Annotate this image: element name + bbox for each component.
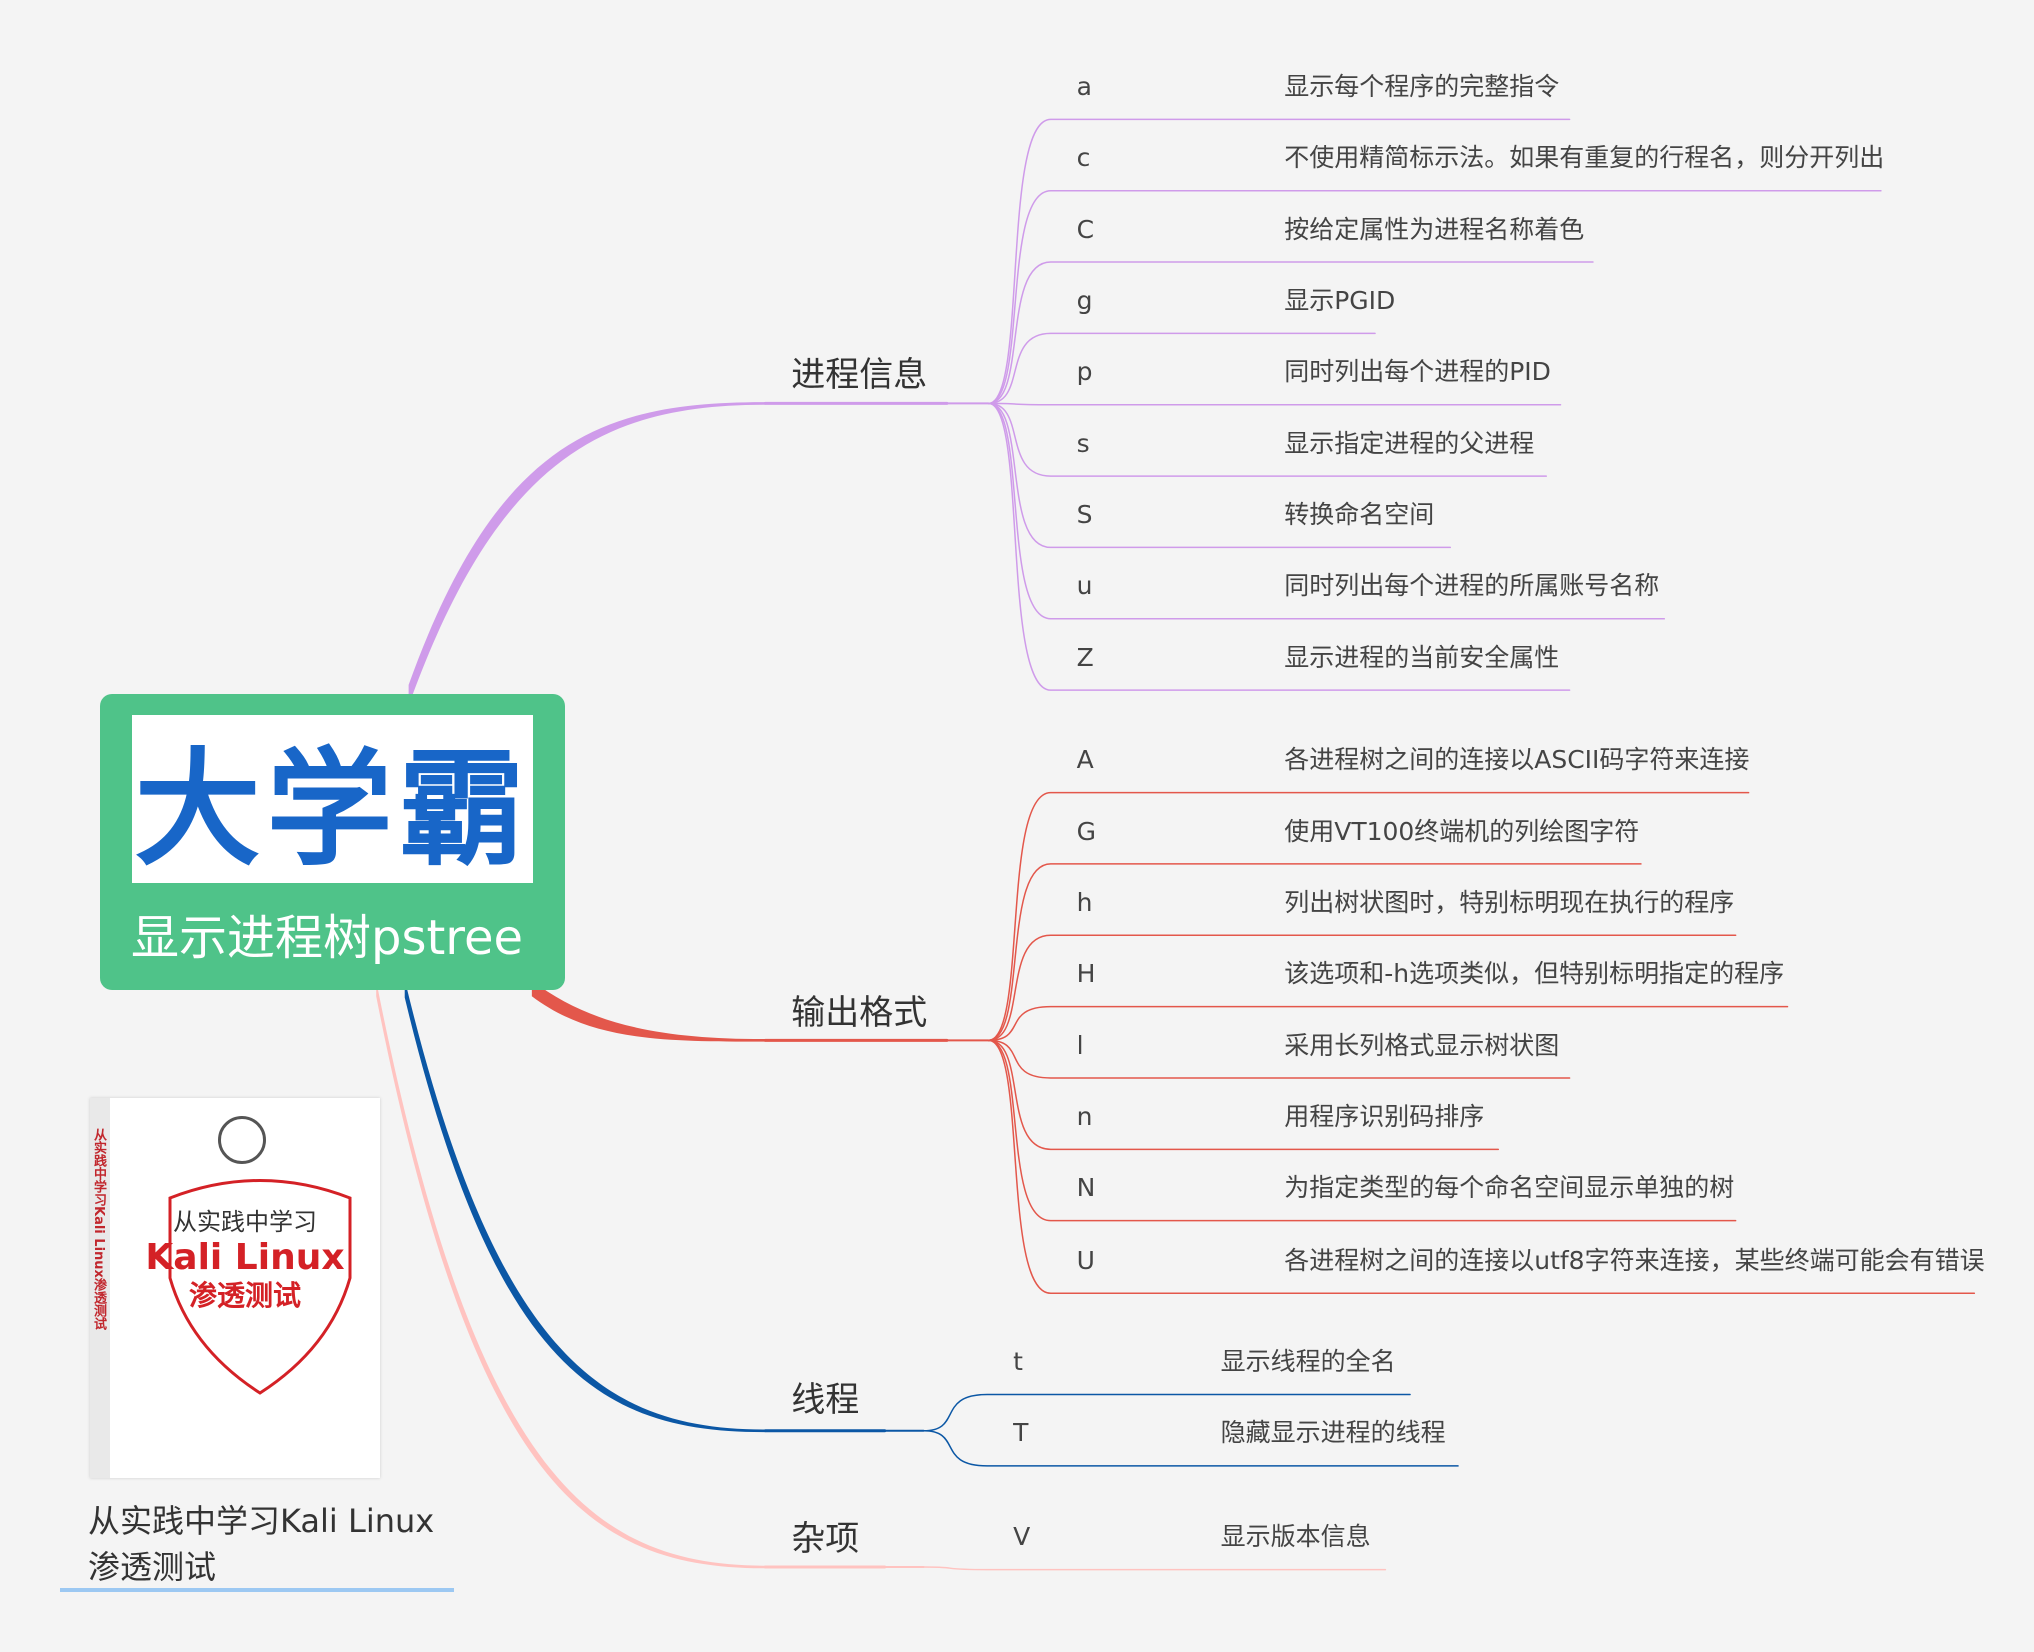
root-topic[interactable]: 大学霸 显示进程树pstree xyxy=(100,694,565,990)
leaf-connector xyxy=(987,402,1562,406)
branch-connector xyxy=(531,980,766,1042)
option-key[interactable]: T xyxy=(1013,1418,1029,1448)
option-key[interactable]: U xyxy=(1076,1245,1095,1275)
root-title: 显示进程树pstree xyxy=(131,910,524,966)
branch-label[interactable]: 杂项 xyxy=(791,1518,860,1559)
option-key[interactable]: V xyxy=(1013,1522,1031,1552)
option-description[interactable]: 显示指定进程的父进程 xyxy=(1284,428,1535,458)
option-description[interactable]: 显示每个程序的完整指令 xyxy=(1284,71,1560,101)
option-key[interactable]: a xyxy=(1076,71,1092,101)
leaf-connector xyxy=(987,402,1452,549)
option-description[interactable]: 不使用精简标示法。如果有重复的行程名，则分开列出 xyxy=(1284,143,1885,173)
option-key[interactable]: S xyxy=(1076,500,1093,529)
logo: 大学霸 xyxy=(132,715,533,883)
leaf-connector xyxy=(987,118,1571,405)
leaf-connector xyxy=(987,402,1666,620)
option-description[interactable]: 采用长列格式显示树状图 xyxy=(1284,1030,1560,1060)
option-description[interactable]: 各进程树之间的连接以utf8字符来连接，某些终端可能会有错误 xyxy=(1284,1245,1985,1275)
leaf-connector xyxy=(987,1039,1737,1222)
option-description[interactable]: 显示进程的当前安全属性 xyxy=(1284,642,1560,672)
option-key[interactable]: N xyxy=(1076,1173,1096,1203)
option-description[interactable]: 隐藏显示进程的线程 xyxy=(1220,1418,1446,1448)
option-description[interactable]: 显示版本信息 xyxy=(1220,1522,1371,1552)
option-key[interactable]: l xyxy=(1076,1030,1084,1060)
branch-connector xyxy=(408,402,766,706)
branch-label[interactable]: 输出格式 xyxy=(791,993,928,1034)
leaf-connector xyxy=(987,402,1548,477)
leaf-connector xyxy=(987,261,1594,405)
option-description[interactable]: 转换命名空间 xyxy=(1284,500,1435,529)
option-description[interactable]: 使用VT100终端机的列绘图字符 xyxy=(1284,816,1640,846)
book-spine-text: 从实践中学习Kali Linux渗透测试 xyxy=(91,1128,106,1330)
option-description[interactable]: 同时列出每个进程的PID xyxy=(1284,357,1551,387)
option-key[interactable]: t xyxy=(1013,1347,1023,1377)
option-key[interactable]: h xyxy=(1076,887,1093,917)
book-cover-title: 从实践中学习 xyxy=(173,1208,317,1236)
option-key[interactable]: C xyxy=(1076,214,1095,244)
option-description[interactable]: 显示线程的全名 xyxy=(1220,1347,1396,1377)
option-description[interactable]: 列出树状图时，特别标明现在执行的程序 xyxy=(1284,887,1735,917)
book-cover-subtitle: 渗透测试 xyxy=(188,1279,301,1312)
leaf-connector xyxy=(987,1005,1789,1042)
leaf-connector xyxy=(987,1039,1571,1079)
option-key[interactable]: H xyxy=(1076,959,1096,989)
branch-label[interactable]: 线程 xyxy=(791,1379,860,1420)
option-key[interactable]: A xyxy=(1076,745,1094,775)
book-cover-image[interactable]: 从实践中学习Kali Linux渗透测试 从实践中学习 Kali Linux 渗… xyxy=(90,1098,380,1478)
option-key[interactable]: u xyxy=(1076,571,1093,601)
leaf-connector xyxy=(987,332,1376,405)
book-caption[interactable]: 从实践中学习Kali Linux 渗透测试 xyxy=(88,1498,448,1590)
option-description[interactable]: 按给定属性为进程名称着色 xyxy=(1284,214,1585,244)
option-key[interactable]: s xyxy=(1076,428,1090,458)
option-key[interactable]: Z xyxy=(1076,642,1094,672)
option-description[interactable]: 显示PGID xyxy=(1284,285,1396,315)
book-caption-line2: 渗透测试 xyxy=(88,1548,217,1586)
leaf-connector xyxy=(987,1039,1500,1151)
leaf-connector xyxy=(987,1039,1976,1295)
option-key[interactable]: G xyxy=(1076,816,1097,846)
option-description[interactable]: 各进程树之间的连接以ASCII码字符来连接 xyxy=(1284,745,1750,775)
leaf-connector xyxy=(922,1430,1459,1467)
option-description[interactable]: 同时列出每个进程的所属账号名称 xyxy=(1284,571,1660,601)
leaf-connector xyxy=(987,189,1882,405)
book-spine: 从实践中学习Kali Linux渗透测试 xyxy=(90,1098,110,1478)
option-key[interactable]: c xyxy=(1076,143,1091,173)
option-key[interactable]: n xyxy=(1076,1101,1093,1131)
leaf-connector xyxy=(987,934,1737,1042)
option-description[interactable]: 为指定类型的每个命名空间显示单独的树 xyxy=(1284,1173,1735,1203)
branch-connector xyxy=(376,980,766,1569)
leaf-connector xyxy=(987,402,1571,691)
leaf-connector xyxy=(922,1393,1411,1432)
option-description[interactable]: 该选项和-h选项类似，但特别标明指定的程序 xyxy=(1284,959,1785,989)
leaf-connector xyxy=(987,791,1750,1042)
option-description[interactable]: 用程序识别码排序 xyxy=(1284,1101,1485,1131)
branch-connector xyxy=(404,979,766,1433)
branch-label[interactable]: 进程信息 xyxy=(791,355,928,396)
shield-icon xyxy=(168,1179,352,1395)
book-badge-icon xyxy=(218,1116,266,1164)
leaf-connector xyxy=(922,1566,1387,1571)
book-cover-main-title: Kali Linux xyxy=(145,1237,345,1278)
book-caption-line1: 从实践中学习Kali Linux xyxy=(88,1502,435,1540)
option-key[interactable]: g xyxy=(1076,285,1093,315)
logo-text: 大学霸 xyxy=(134,736,531,883)
book-caption-underline xyxy=(60,1588,454,1592)
option-key[interactable]: p xyxy=(1076,357,1093,387)
leaf-connector xyxy=(987,863,1642,1042)
